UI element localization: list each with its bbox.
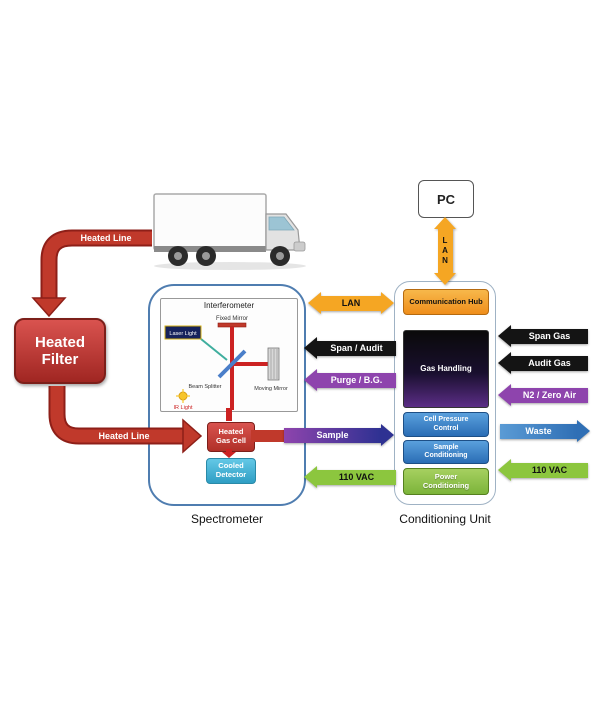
ir-beam-horizontal [232, 362, 268, 366]
sample-line-stub [251, 430, 291, 442]
lan-horizontal-arrow: LAN [308, 292, 394, 314]
lan-horizontal-label: LAN [341, 297, 361, 308]
heated-gas-cell-label: Heated Gas Cell [215, 427, 246, 445]
n2-zero-air-arrow: N2 / Zero Air [498, 384, 588, 406]
sample-conditioning-box: Sample Conditioning [403, 440, 489, 464]
sample-conditioning-label: Sample Conditioning [424, 443, 468, 459]
arrow-head-left-icon [304, 466, 317, 488]
arrow-head-up-icon [434, 217, 456, 229]
vac110-right-label: 110 VAC [531, 464, 568, 475]
arrow-head-down-icon [434, 273, 456, 285]
lan-vertical-label: LAN [440, 236, 450, 266]
arrow-head-left-icon [498, 325, 511, 347]
vac110-mid-label: 110 VAC [338, 471, 375, 482]
gas-handling-label: Gas Handling [420, 364, 472, 374]
span-audit-arrow: Span / Audit [304, 337, 396, 359]
sample-label: Sample [316, 429, 349, 440]
arrow-head-left-icon [308, 292, 321, 314]
heated-line-top-label: Heated Line [80, 233, 132, 243]
cell-pressure-control-box: Cell Pressure Control [403, 412, 489, 437]
pc-box: PC [418, 180, 474, 218]
communication-hub-box: Communication Hub [403, 289, 489, 315]
fixed-mirror-label: Fixed Mirror [216, 316, 248, 322]
audit-gas-arrow: Audit Gas [498, 352, 588, 374]
lan-vertical-arrow: LAN [434, 217, 456, 285]
laser-beam [200, 338, 228, 361]
fixed-mirror-shape [217, 322, 247, 328]
heated-gas-cell-box: Heated Gas Cell [207, 422, 255, 452]
heated-line-top-path [42, 231, 152, 298]
cooled-detector-box: Cooled Detector [206, 458, 256, 484]
waste-arrow: Waste [500, 420, 590, 442]
cooled-detector-label: Cooled Detector [215, 461, 247, 479]
arrow-head-left-icon [304, 369, 317, 391]
arrow-head-left-icon [498, 352, 511, 374]
arrow-head-left-icon [498, 384, 511, 406]
vac110-right-arrow: 110 VAC [498, 459, 588, 481]
spectrometer-container: Interferometer Fixed Mirror Laser Light … [148, 284, 306, 506]
truck-illustration [153, 193, 306, 270]
moving-mirror-label: Moving Mirror [254, 386, 288, 392]
gas-handling-box: Gas Handling [403, 330, 489, 408]
conditioning-unit-container: Communication Hub Gas Handling Cell Pres… [394, 281, 496, 505]
ir-beam-vertical [230, 327, 234, 410]
purge-bg-arrow: Purge / B.G. [304, 369, 396, 391]
span-gas-arrow: Span Gas [498, 325, 588, 347]
arrow-head-left-icon [498, 459, 511, 481]
heated-line-bottom-label: Heated Line [98, 431, 150, 441]
n2-zero-air-label: N2 / Zero Air [522, 389, 577, 400]
heated-line-top-outline [40, 229, 152, 298]
audit-gas-label: Audit Gas [528, 357, 571, 368]
power-conditioning-box: Power Conditioning [403, 468, 489, 495]
heated-line-top-arrowhead-icon [31, 297, 67, 318]
interferometer-title: Interferometer [203, 301, 255, 310]
arrow-head-right-icon [381, 424, 394, 446]
cell-pressure-control-label: Cell Pressure Control [423, 416, 469, 432]
sample-arrow: Sample [284, 424, 394, 446]
purge-bg-label: Purge / B.G. [330, 374, 383, 385]
span-gas-label: Span Gas [528, 330, 571, 341]
communication-hub-label: Communication Hub [409, 296, 483, 306]
ir-light-label: IR Light [174, 405, 193, 410]
pc-label: PC [436, 191, 456, 207]
beam-splitter-shape [217, 349, 247, 379]
vac110-mid-arrow: 110 VAC [304, 466, 396, 488]
heated-filter-box: Heated Filter [14, 318, 106, 384]
beam-splitter-label: Beam Splitter [188, 384, 221, 390]
laser-light-label: Laser Light [169, 331, 197, 337]
spectrometer-caption: Spectrometer [190, 512, 264, 526]
waste-label: Waste [525, 425, 552, 436]
span-audit-label: Span / Audit [330, 342, 383, 353]
interferometer-diagram: Fixed Mirror Laser Light Moving Mirror B… [164, 316, 288, 410]
arrow-head-right-icon [577, 420, 590, 442]
conditioning-unit-caption: Conditioning Unit [399, 512, 491, 526]
arrow-head-right-icon [381, 292, 394, 314]
interferometer-box: Interferometer Fixed Mirror Laser Light … [160, 298, 298, 412]
heated-filter-label: Heated Filter [34, 333, 86, 368]
laser-light-box [164, 325, 202, 340]
arrow-head-left-icon [304, 337, 317, 359]
power-conditioning-label: Power Conditioning [422, 471, 470, 490]
